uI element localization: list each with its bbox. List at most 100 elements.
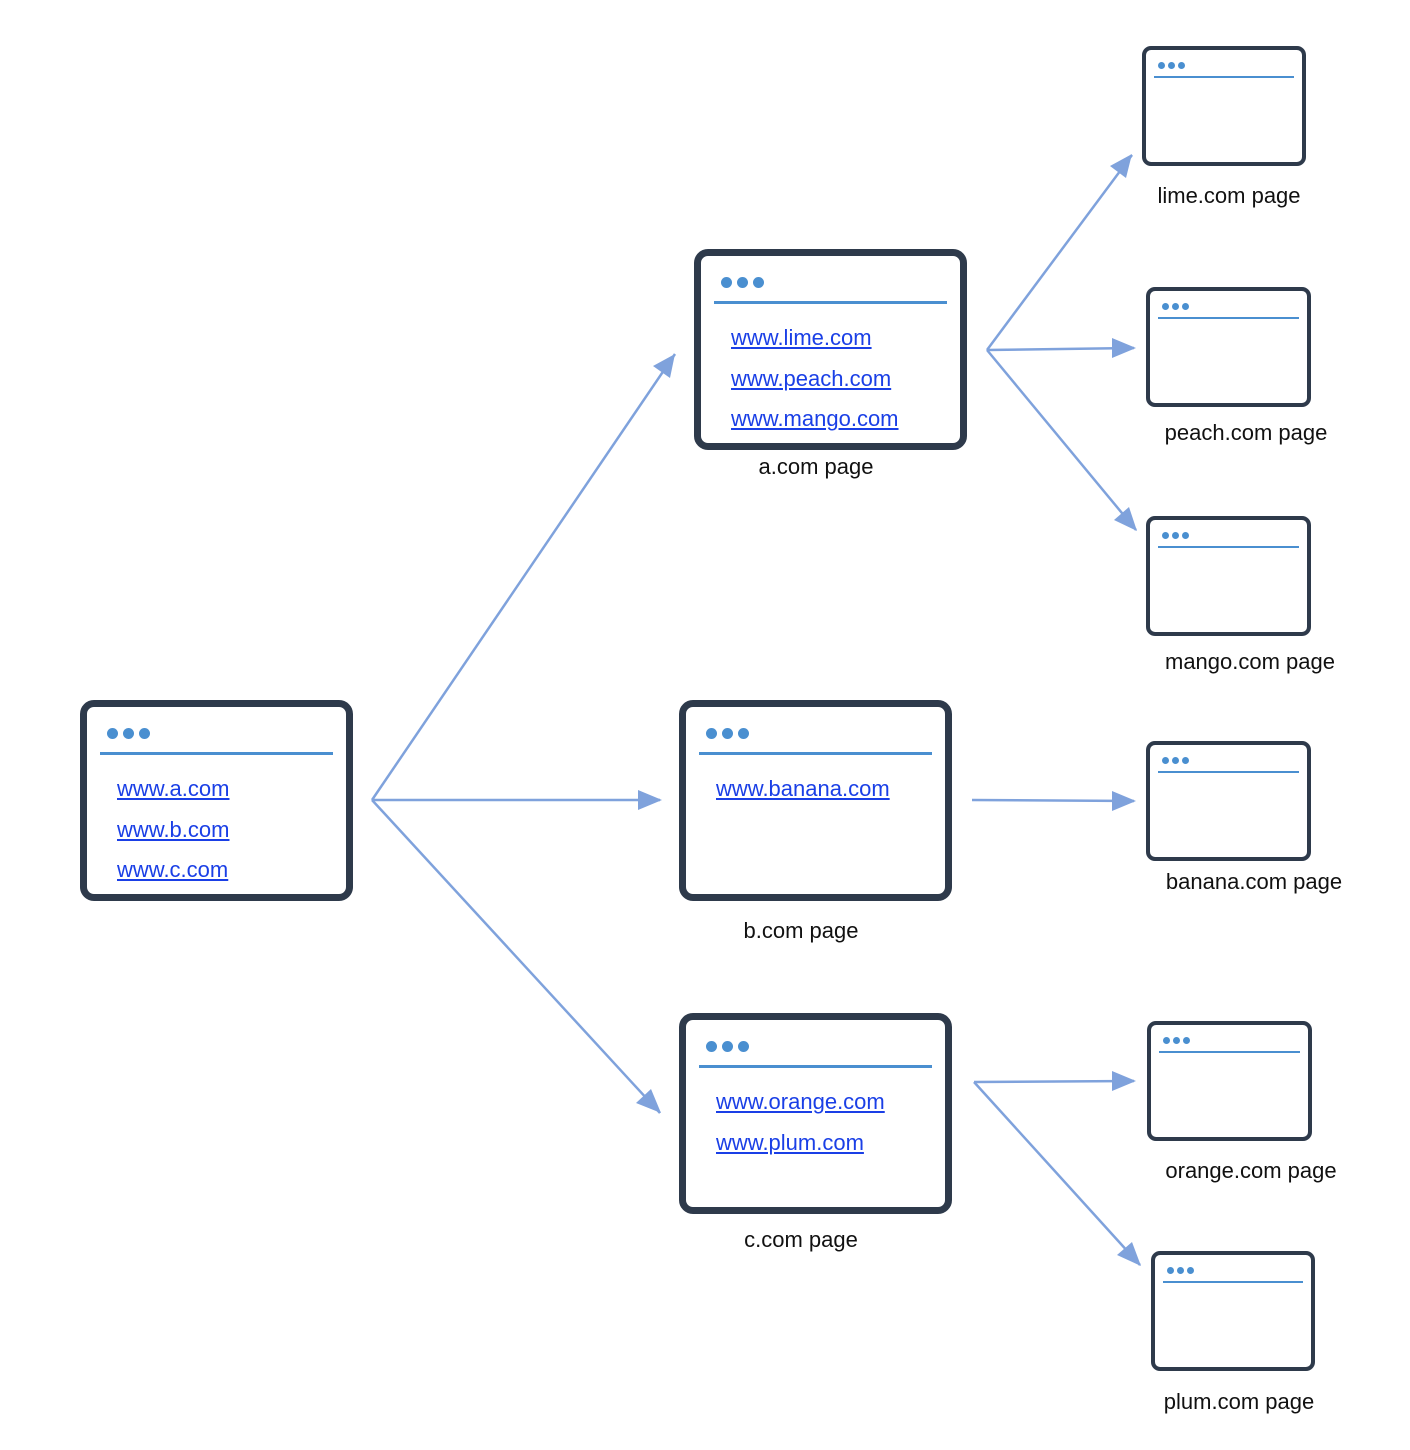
dot-icon [1168,62,1175,69]
mango-com-page-window [1146,516,1311,636]
caption-peach-com-page: peach.com page [1164,420,1328,445]
dot-icon [1173,1037,1180,1044]
address-bar-line [1154,76,1294,78]
arrow-c-to-plum [973,1081,1141,1266]
dot-icon [737,277,748,288]
banana-com-page-window [1146,741,1311,861]
arrow-a-to-lime [985,154,1134,351]
dot-icon [139,728,150,739]
dot-icon [1172,303,1179,310]
b-com-page-window: www.banana.com [679,700,952,901]
caption-orange-com-page: orange.com page [1165,1158,1337,1183]
caption-c-com-page: c.com page [744,1227,858,1252]
link-www-peach-com[interactable]: www.peach.com [731,365,892,391]
address-bar-line [1163,1281,1303,1283]
link-www-mango-com[interactable]: www.mango.com [731,406,899,431]
dot-icon [1187,1267,1194,1274]
arrowhead-b-to-banana [1112,791,1136,811]
window-dots-icon [1162,532,1189,539]
dot-icon [107,728,118,739]
window-dots-icon [1158,62,1185,69]
window-dots-icon [706,728,749,739]
dot-icon [1182,532,1189,539]
window-dots-icon [1162,757,1189,764]
dot-icon [1182,757,1189,764]
link-www-plum-com[interactable]: www.plum.com [716,1129,864,1155]
dot-icon [753,277,764,288]
dot-icon [1163,1037,1170,1044]
dot-icon [722,728,733,739]
link-www-lime-com[interactable]: www.lime.com [731,325,872,350]
root-link-list: www.a.com www.b.com www.c.com [117,769,229,891]
dot-icon [123,728,134,739]
link-www-b-com[interactable]: www.b.com [117,816,230,842]
plum-com-page-window [1151,1251,1315,1371]
window-dots-icon [1167,1267,1194,1274]
link-www-c-com[interactable]: www.c.com [117,857,229,882]
arrowhead-root-to-b [638,790,662,810]
dot-icon [1162,757,1169,764]
dot-icon [738,728,749,739]
window-dots-icon [1162,303,1189,310]
dot-icon [738,1041,749,1052]
arrow-a-to-peach [986,346,1135,352]
peach-com-page-window [1146,287,1311,407]
address-bar-line [1158,546,1299,548]
address-bar-line [699,1065,932,1068]
address-bar-line [714,301,947,304]
link-www-a-com[interactable]: www.a.com [117,776,230,801]
dot-icon [1172,532,1179,539]
arrow-root-to-a [370,353,677,801]
dot-icon [1162,532,1169,539]
dot-icon [1182,303,1189,310]
caption-a-com-page: a.com page [758,454,874,479]
arrowhead-a-to-peach [1112,338,1136,358]
arrow-root-to-c [371,799,661,1114]
arrowhead-root-to-c [636,1089,661,1113]
window-dots-icon [107,728,150,739]
link-www-banana-com[interactable]: www.banana.com [716,776,890,801]
lime-com-page-window [1142,46,1306,166]
dot-icon [1162,303,1169,310]
dot-icon [722,1041,733,1052]
dot-icon [721,277,732,288]
dot-icon [706,1041,717,1052]
dot-icon [1167,1267,1174,1274]
root-page-window: www.a.com www.b.com www.c.com [80,700,353,901]
caption-banana-com-page: banana.com page [1165,869,1343,894]
arrowhead-c-to-orange [1112,1071,1136,1091]
address-bar-line [1158,317,1299,319]
c-com-link-list: www.orange.com www.plum.com [716,1082,885,1163]
window-dots-icon [706,1041,749,1052]
dot-icon [1158,62,1165,69]
dot-icon [706,728,717,739]
arrow-b-to-banana [971,798,1135,803]
caption-lime-com-page: lime.com page [1157,183,1301,208]
address-bar-line [1158,771,1299,773]
link-www-orange-com[interactable]: www.orange.com [716,1089,885,1114]
arrowhead-a-to-mango [1114,507,1137,531]
arrow-c-to-orange [973,1079,1135,1084]
arrowhead-c-to-plum [1117,1242,1141,1266]
b-com-link-list: www.banana.com [716,769,890,810]
caption-b-com-page: b.com page [743,918,859,943]
dot-icon [1183,1037,1190,1044]
a-com-page-window: www.lime.com www.peach.com www.mango.com [694,249,967,450]
address-bar-line [100,752,333,755]
orange-com-page-window [1147,1021,1312,1141]
caption-plum-com-page: plum.com page [1163,1389,1315,1414]
c-com-page-window: www.orange.com www.plum.com [679,1013,952,1214]
arrow-a-to-mango [986,349,1137,531]
address-bar-line [1159,1051,1300,1053]
dot-icon [1177,1267,1184,1274]
dot-icon [1178,62,1185,69]
dot-icon [1172,757,1179,764]
address-bar-line [699,752,932,755]
window-dots-icon [1163,1037,1190,1044]
arrowhead-root-to-a [653,354,675,378]
window-dots-icon [721,277,764,288]
caption-mango-com-page: mango.com page [1165,649,1335,674]
arrowhead-a-to-lime [1110,154,1132,178]
